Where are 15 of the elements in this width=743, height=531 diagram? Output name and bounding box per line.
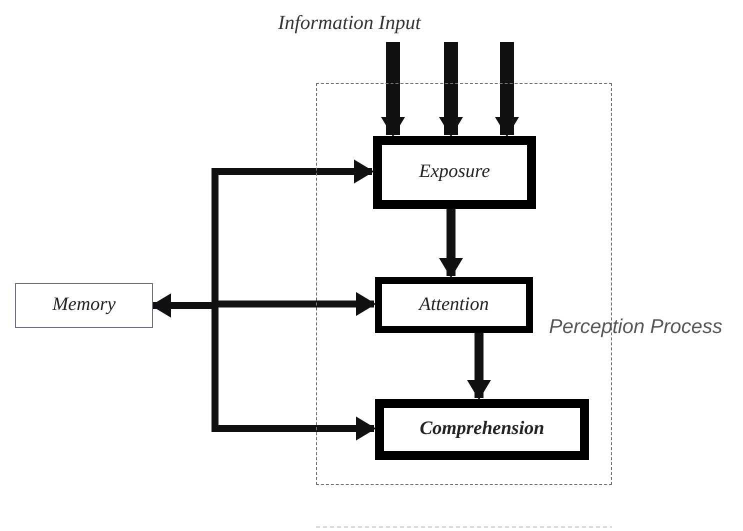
process-box — [375, 277, 533, 333]
process-box — [375, 399, 589, 460]
node-label: Attention — [419, 292, 489, 317]
input-label: Information Input — [278, 11, 421, 36]
node-label: Comprehension — [420, 417, 544, 442]
node-label: Exposure — [418, 160, 490, 184]
arrow — [381, 42, 405, 137]
group-label: Perception Process — [549, 315, 722, 340]
memory-box — [15, 283, 153, 328]
process-box — [373, 136, 536, 209]
arrow — [495, 42, 519, 137]
node-label: Memory — [52, 293, 116, 318]
arrow — [439, 208, 463, 278]
arrow — [439, 42, 463, 137]
arrow — [467, 332, 491, 400]
